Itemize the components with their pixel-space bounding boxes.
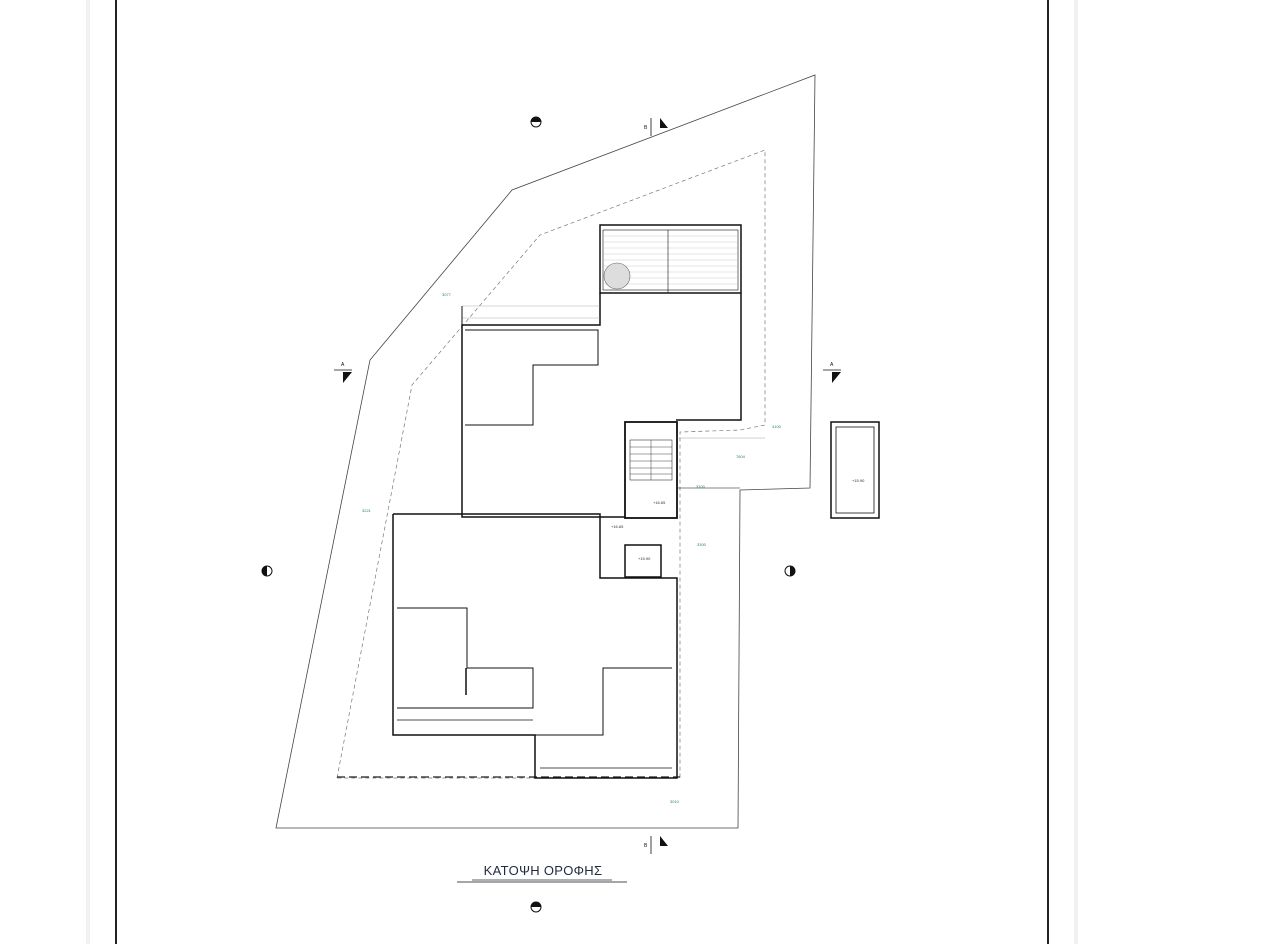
level-label: +16.65 <box>611 524 624 529</box>
stair-core <box>624 421 765 519</box>
setback-line <box>336 149 766 779</box>
sheet-border-right <box>1047 0 1049 944</box>
section-marker-a-left: A <box>334 362 352 383</box>
section-marker-b-bottom: B <box>644 836 668 854</box>
elevation-marker-bottom <box>530 901 542 913</box>
drawing-title: ΚΑΤΟΨΗ ΟΡΟΦΗΣ <box>484 863 603 878</box>
svg-text:B: B <box>644 125 648 131</box>
dimension-label: 4100 <box>772 424 782 429</box>
svg-text:A: A <box>341 362 345 368</box>
level-label: +16.65 <box>653 500 666 505</box>
svg-text:B: B <box>644 843 648 849</box>
terrace <box>599 224 742 294</box>
elevation-marker-top <box>530 116 542 128</box>
dimension-label: 3077 <box>442 292 452 297</box>
lower-building <box>392 513 678 779</box>
page-margin-left <box>86 0 90 944</box>
svg-text:A: A <box>830 362 834 368</box>
section-marker-b-top: B <box>644 118 668 136</box>
dimension-label: 3010 <box>670 799 680 804</box>
spiral-stair <box>603 262 631 290</box>
elevation-marker-right <box>784 565 796 577</box>
elevation-marker-left <box>261 565 273 577</box>
page-margin-right <box>1074 0 1078 944</box>
dimension-label: 3300 <box>697 542 707 547</box>
dimension-label: 7604 <box>736 454 746 459</box>
dimension-label: 3100 <box>696 484 706 489</box>
upper-building <box>461 293 742 518</box>
dimension-label: 3221 <box>362 508 372 513</box>
level-label: +15.90 <box>638 556 651 561</box>
plot-boundary <box>275 74 816 829</box>
section-marker-a-right: A <box>823 362 841 383</box>
detached-structure <box>830 421 880 519</box>
level-label: +15.90 <box>852 478 865 483</box>
sheet-border-left <box>115 0 117 944</box>
